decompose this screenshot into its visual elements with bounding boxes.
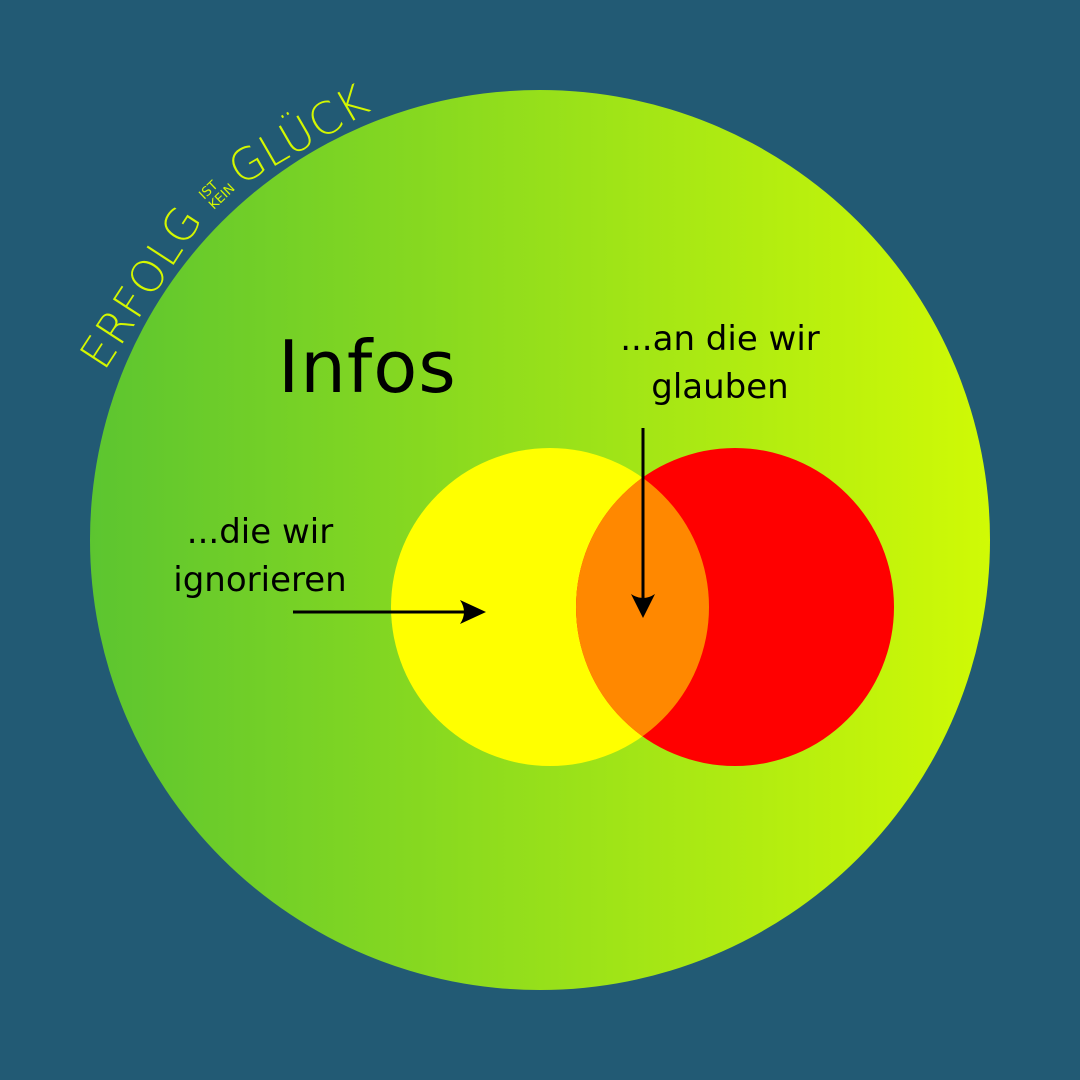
label-ignored-info: ...die wir ignorieren (140, 508, 380, 604)
label-believed-line2: glauben (651, 367, 789, 407)
label-ignored-line2: ignorieren (173, 560, 347, 600)
label-believed-info: ...an die wir glauben (585, 315, 855, 411)
diagram-title: Infos (278, 325, 457, 409)
label-ignored-line1: ...die wir (186, 512, 334, 552)
label-believed-line1: ...an die wir (620, 319, 820, 359)
arrow-down-icon (631, 428, 655, 618)
overlap-region (576, 448, 709, 766)
arrow-right-icon (293, 600, 486, 624)
